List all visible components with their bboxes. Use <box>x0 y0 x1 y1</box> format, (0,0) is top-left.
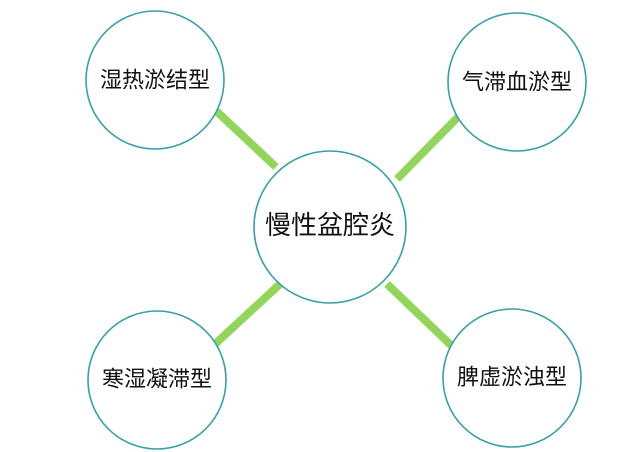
node-bottom-left-label: 寒湿凝滞型 <box>102 368 212 393</box>
node-bottom-right: 脾虚淤浊型 <box>442 308 582 448</box>
connector-top-right <box>394 111 464 182</box>
node-center-label: 慢性盆腔炎 <box>265 211 395 241</box>
node-bottom-left-circle <box>87 310 227 450</box>
node-top-right-label: 气滞血淤型 <box>462 71 572 96</box>
connector-bottom-right <box>384 281 458 352</box>
node-bottom-right-circle <box>442 308 582 448</box>
connector-bottom-left <box>211 281 283 348</box>
node-top-left-circle <box>85 10 225 150</box>
node-bottom-right-label: 脾虚淤浊型 <box>457 366 567 391</box>
node-center-circle <box>253 150 407 304</box>
node-top-right-circle <box>447 12 587 152</box>
node-center: 慢性盆腔炎 <box>253 150 407 304</box>
node-top-right: 气滞血淤型 <box>447 12 587 152</box>
node-top-left-label: 湿热淤结型 <box>100 69 210 94</box>
connector-top-left <box>209 104 279 170</box>
node-top-left: 湿热淤结型 <box>85 10 225 150</box>
node-bottom-left: 寒湿凝滞型 <box>87 310 227 450</box>
